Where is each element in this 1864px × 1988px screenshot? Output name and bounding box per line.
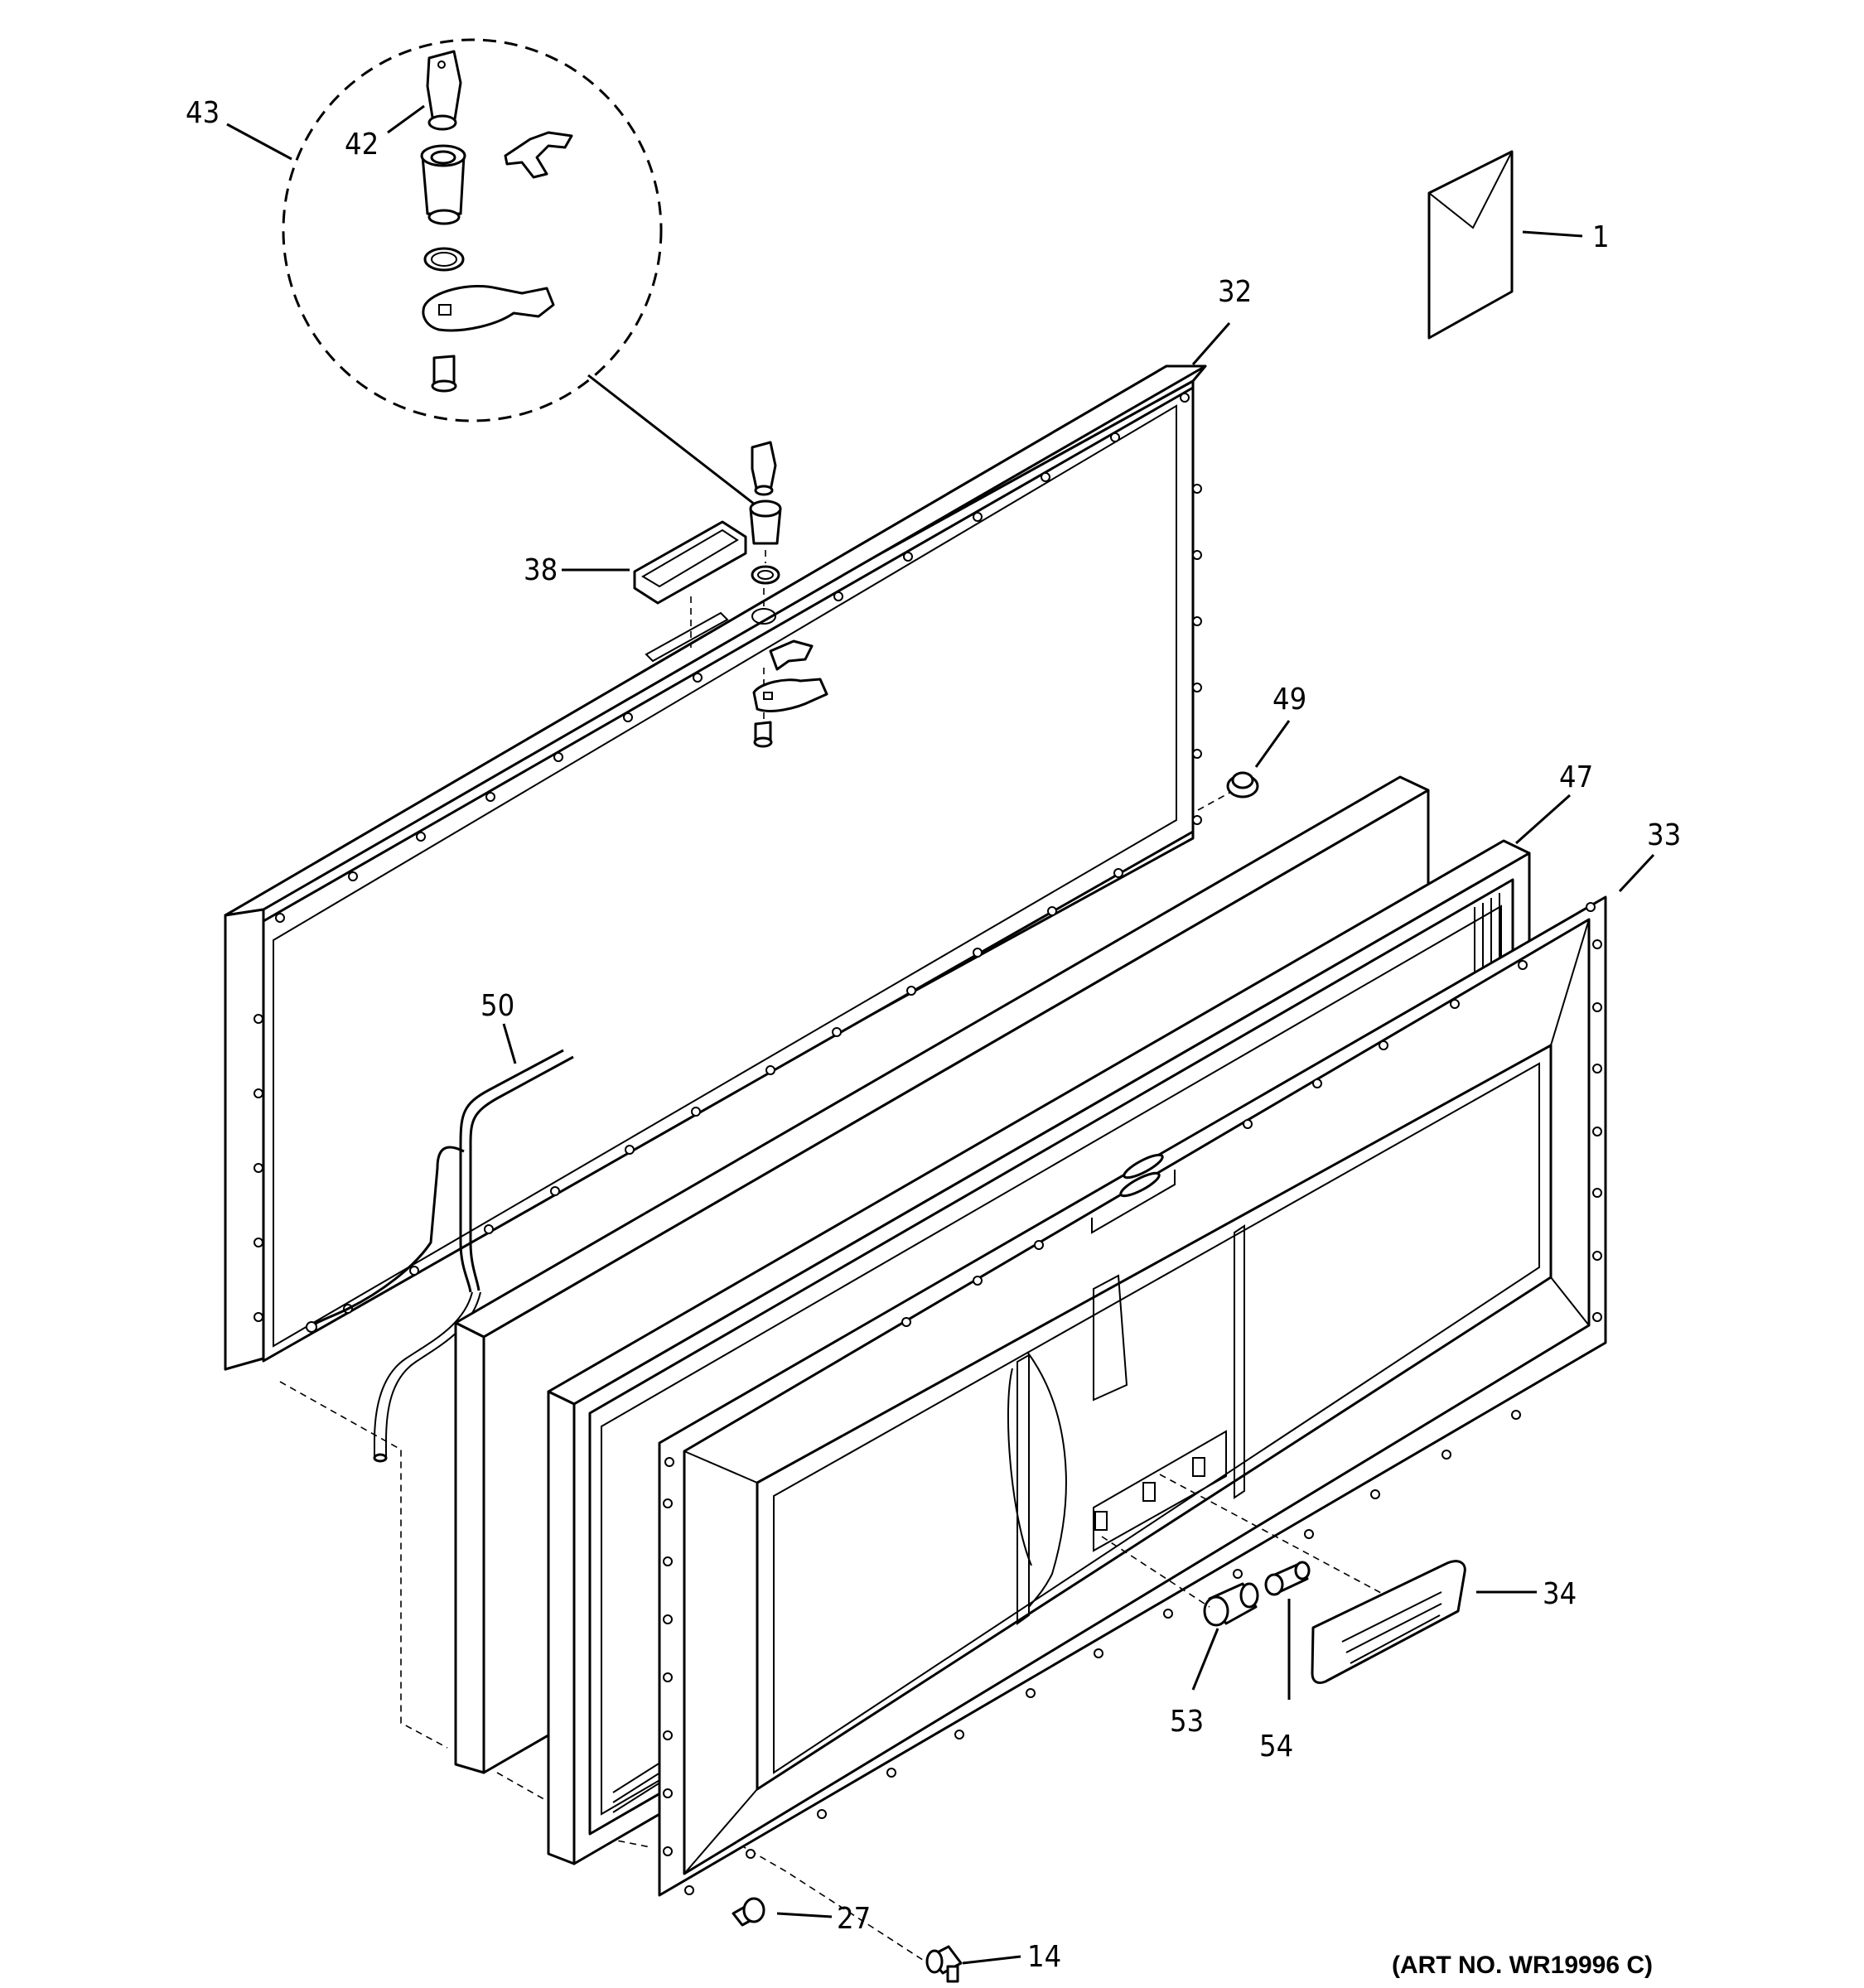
- callout-34: 34: [1543, 1577, 1577, 1611]
- callout-50: 50: [480, 989, 514, 1023]
- callout-32: 32: [1218, 275, 1252, 309]
- callout-49: 49: [1272, 683, 1306, 717]
- part-1-manual: [1427, 150, 1514, 340]
- art-number: (ART NO. WR19996 C): [1392, 1952, 1653, 1979]
- callout-14: 14: [1027, 1940, 1061, 1974]
- callout-1: 1: [1592, 220, 1610, 254]
- part-33-inner-door-liner: [658, 895, 1607, 1897]
- lid-mounting-holes: [254, 393, 1202, 1322]
- lid-lock-assembly: [749, 441, 828, 748]
- part-14-stud: [925, 1945, 963, 1983]
- part-43-lock-kit-detail: [282, 38, 663, 422]
- callout-43: 43: [186, 96, 220, 130]
- assembly-line-left: [279, 1381, 448, 1749]
- callout-38: 38: [524, 553, 558, 587]
- part-53-switch: [1203, 1582, 1259, 1627]
- part-27-screw: [732, 1897, 765, 1927]
- part-50-tube: [306, 1049, 574, 1463]
- callout-54: 54: [1259, 1730, 1293, 1764]
- liner-mounting-holes: [663, 902, 1602, 1895]
- callout-33: 33: [1647, 818, 1681, 852]
- assembly-line-53: [1101, 1536, 1210, 1608]
- callout-27: 27: [837, 1902, 871, 1936]
- part-38-handle: [633, 520, 747, 663]
- callout-leaders: [226, 104, 1655, 1965]
- part-34-light-cover: [1311, 1560, 1466, 1685]
- part-49-plug: [1197, 771, 1259, 811]
- detail-connector-line: [587, 374, 759, 509]
- part-54-light-socket: [1264, 1561, 1311, 1596]
- callout-47: 47: [1559, 760, 1593, 794]
- callout-labels: 1 14 27 32 33 34 38 42 43 47 49 50 53 54…: [186, 96, 1681, 1979]
- callout-53: 53: [1170, 1705, 1204, 1739]
- callout-42: 42: [345, 128, 379, 162]
- assembly-line-34: [1159, 1474, 1393, 1600]
- part-32-outer-door-panel: [224, 364, 1207, 1371]
